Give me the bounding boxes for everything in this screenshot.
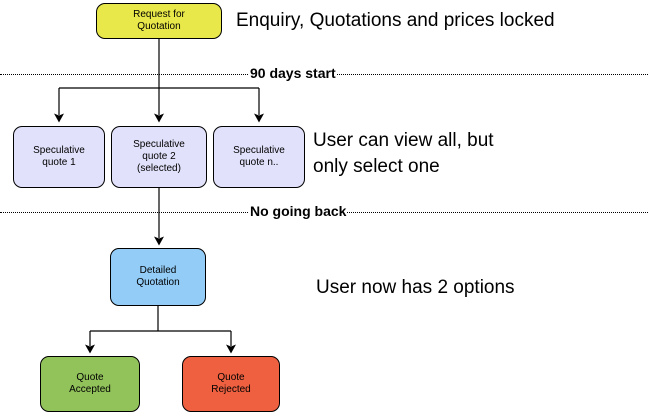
node-quote-rejected[interactable]: Quote Rejected	[182, 356, 280, 412]
annotation-two-options: User now has 2 options	[316, 277, 515, 298]
annotation-view-all-select-one: User can view all, but only select one	[313, 130, 494, 177]
node-detailed-quotation[interactable]: Detailed Quotation	[110, 248, 206, 306]
phase-divider-label-90-days: 90 days start	[249, 65, 337, 81]
node-speculative-quote-1[interactable]: Speculative quote 1	[13, 126, 105, 188]
node-request-for-quotation[interactable]: Request for Quotation	[96, 3, 222, 39]
annotation-enquiry-locked: Enquiry, Quotations and prices locked	[236, 10, 555, 31]
phase-divider-label-no-going-back: No going back	[249, 203, 348, 219]
node-speculative-quote-n[interactable]: Speculative quote n..	[213, 126, 305, 188]
node-speculative-quote-2-selected[interactable]: Speculative quote 2 (selected)	[111, 126, 207, 188]
edge-detailed-to-outcomes	[85, 306, 236, 354]
edge-rfq-to-speculative	[54, 39, 264, 123]
node-quote-accepted[interactable]: Quote Accepted	[40, 356, 140, 412]
